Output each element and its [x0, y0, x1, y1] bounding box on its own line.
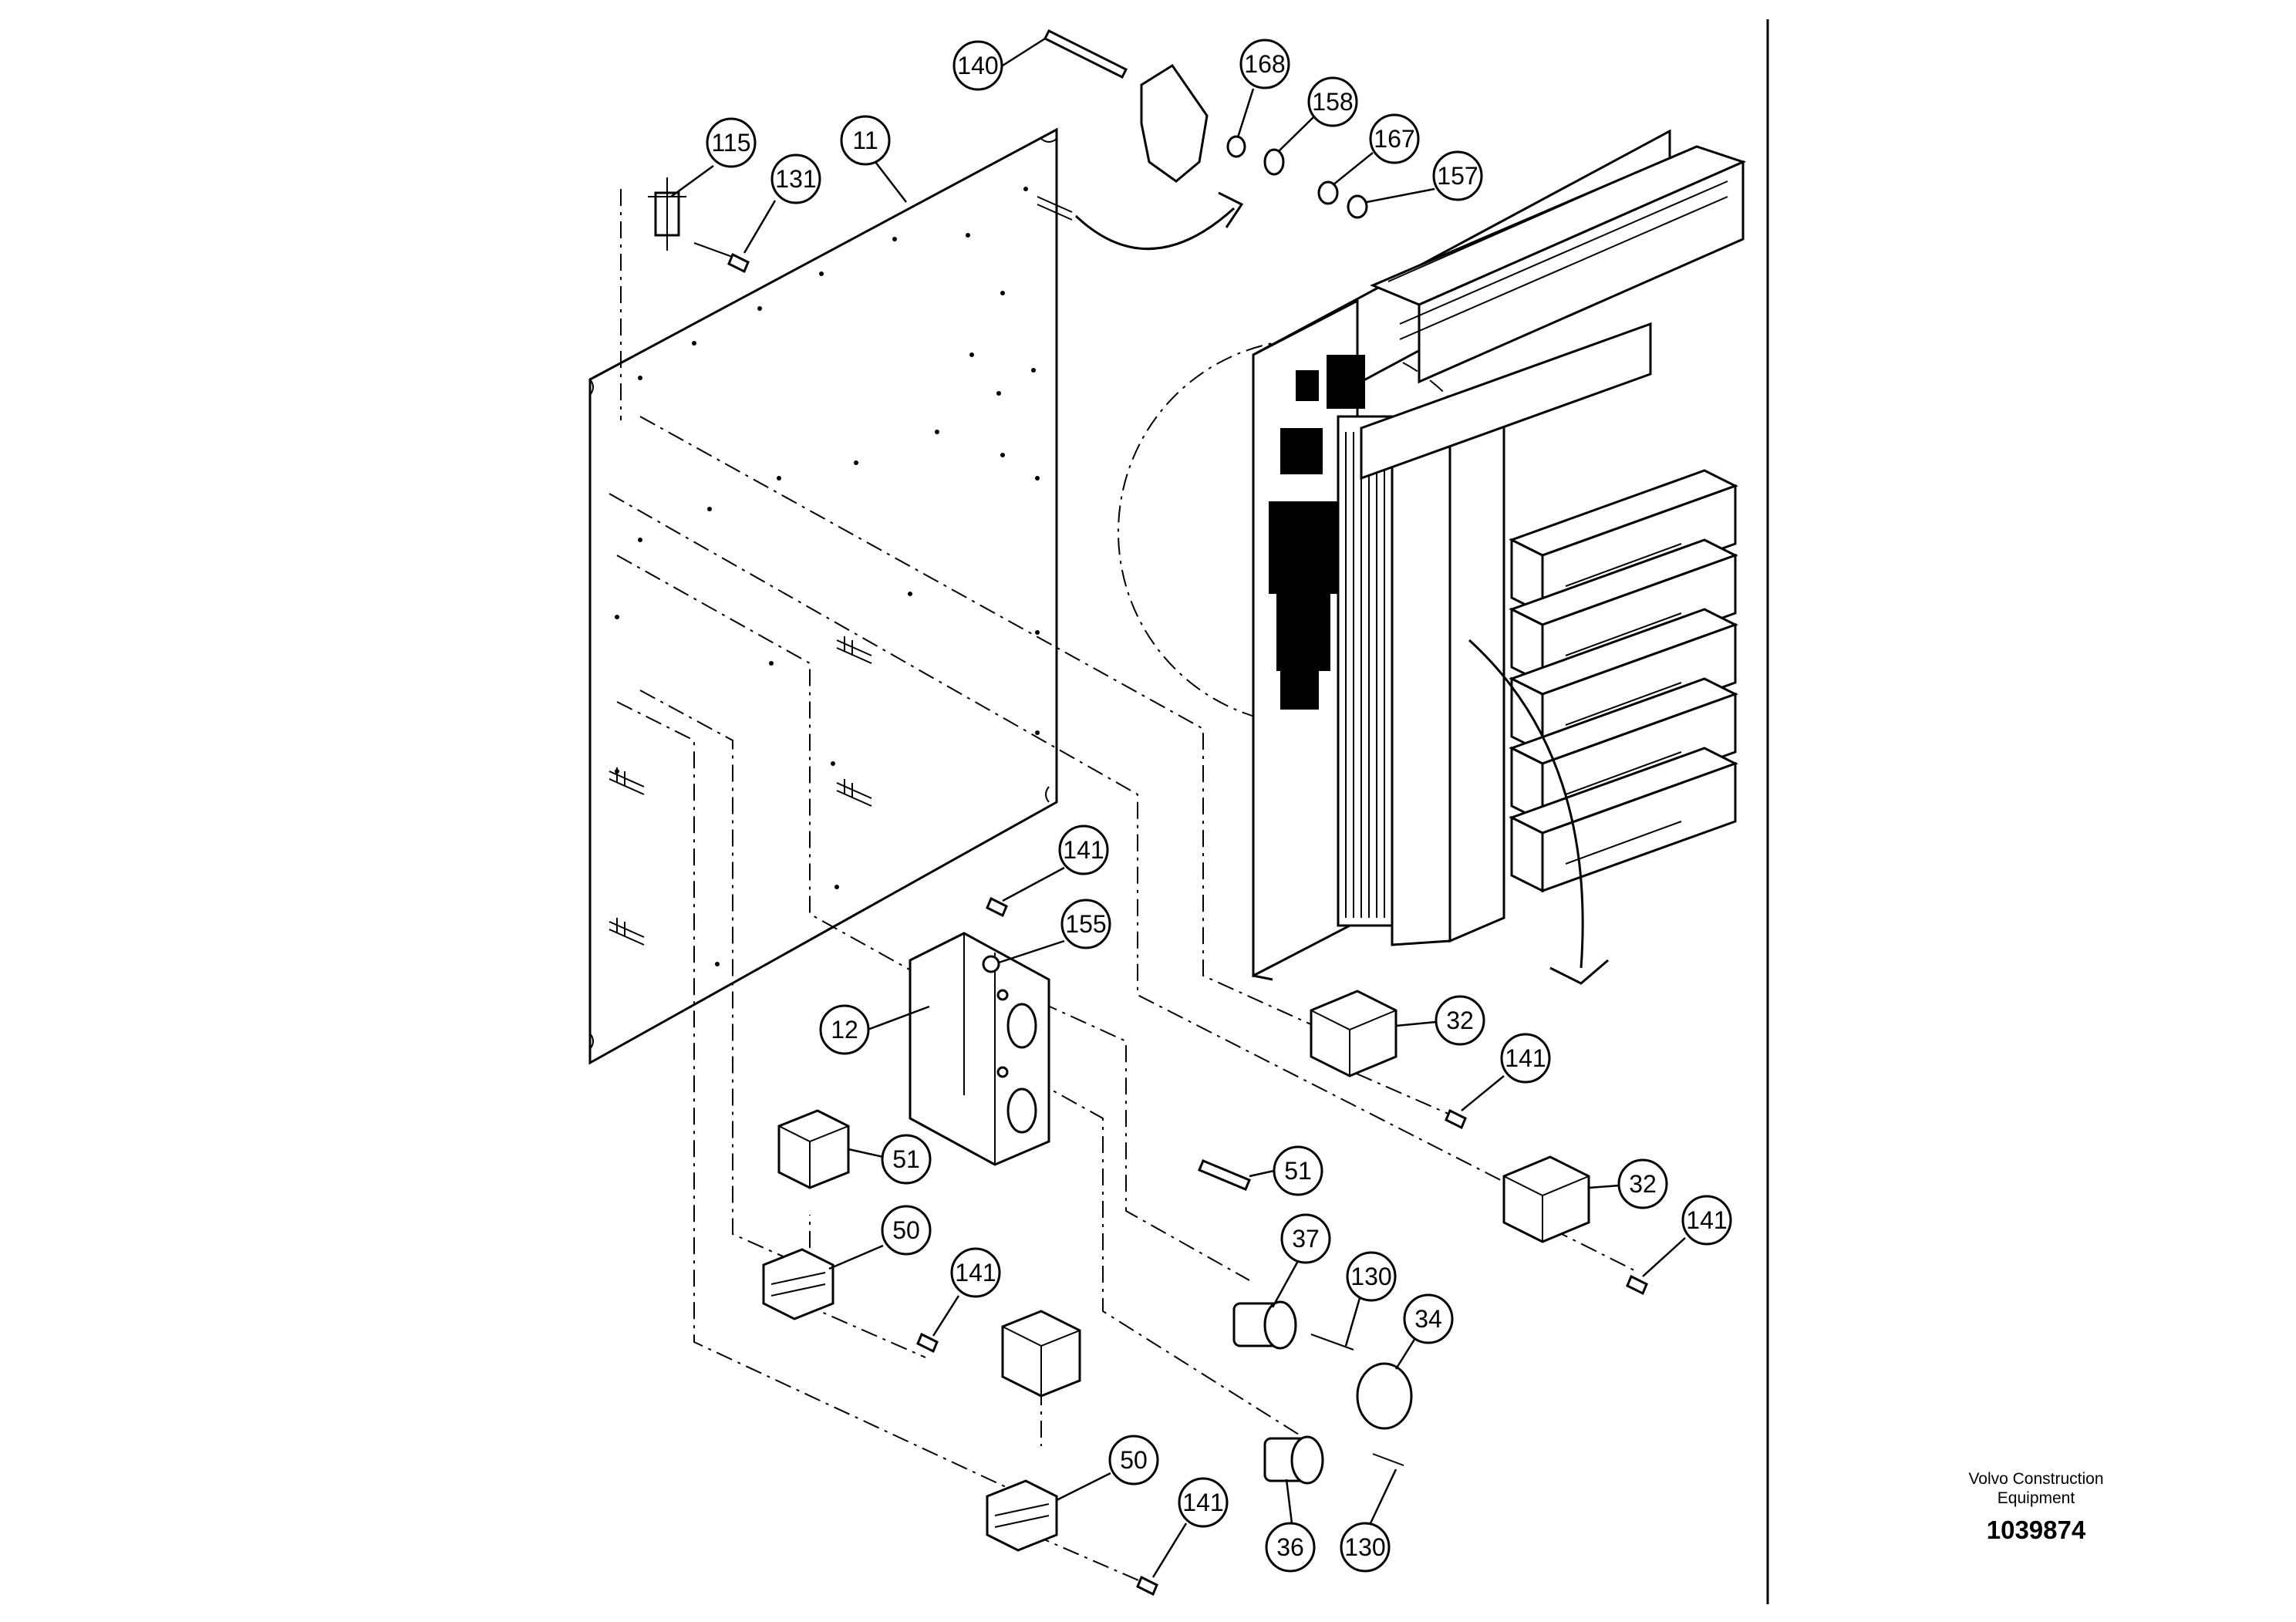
callout-label: 141	[1182, 1489, 1223, 1516]
callout-label: 157	[1437, 162, 1478, 190]
callout-51: 51	[1249, 1145, 1323, 1196]
callout-12: 12	[819, 1004, 930, 1055]
callout-label: 155	[1065, 910, 1106, 938]
callout-130: 130	[1344, 1251, 1397, 1347]
callout-label: 37	[1292, 1225, 1320, 1253]
callout-141: 141	[1151, 1477, 1229, 1578]
callout-label: 36	[1276, 1533, 1304, 1561]
callout-label: 130	[1350, 1263, 1391, 1290]
callout-label: 167	[1374, 125, 1414, 153]
electrical-cabinet	[1252, 129, 1747, 985]
ecu-stack	[1509, 469, 1738, 893]
callout-140: 140	[952, 37, 1046, 91]
callout-32: 32	[1588, 1158, 1668, 1209]
top-hardware	[648, 29, 1368, 259]
callout-50: 50	[828, 1205, 932, 1270]
relay-blocks	[1269, 355, 1365, 710]
brand-line-2: Equipment	[1997, 1489, 2075, 1507]
callout-155: 155	[998, 899, 1111, 964]
callout-label: 130	[1344, 1533, 1385, 1561]
callout-label: 141	[1063, 836, 1104, 864]
callout-157: 157	[1366, 150, 1483, 204]
mounting-plate	[588, 127, 1073, 1065]
callout-130: 130	[1340, 1469, 1397, 1573]
callout-label: 141	[1686, 1206, 1727, 1234]
callout-label: 158	[1312, 88, 1353, 116]
callout-167: 167	[1332, 113, 1420, 186]
callout-11: 11	[840, 115, 907, 203]
callout-label: 51	[1284, 1157, 1312, 1185]
callout-label: 131	[775, 165, 816, 193]
callout-label: 168	[1244, 50, 1285, 78]
callout-50: 50	[1056, 1435, 1159, 1502]
callout-115: 115	[670, 117, 757, 198]
callout-141: 141	[932, 1247, 1001, 1337]
callouts: 140 168 158 167 157 115 11 131	[670, 37, 1732, 1578]
callout-141: 141	[1002, 824, 1109, 902]
callout-label: 32	[1446, 1007, 1474, 1034]
callout-131: 131	[743, 153, 821, 254]
callout-37: 37	[1271, 1213, 1331, 1308]
callout-168: 168	[1236, 39, 1290, 138]
callout-label: 12	[831, 1016, 858, 1044]
callout-label: 115	[711, 129, 750, 157]
callout-34: 34	[1394, 1293, 1454, 1370]
relays	[727, 252, 1648, 1597]
brand-line-1: Volvo Construction	[1968, 1470, 2104, 1488]
callout-label: 141	[955, 1259, 996, 1286]
callout-label: 11	[852, 126, 878, 154]
callout-label: 50	[1120, 1446, 1148, 1474]
callout-141: 141	[1642, 1195, 1732, 1277]
callout-32: 32	[1395, 995, 1485, 1046]
callout-141: 141	[1461, 1033, 1551, 1111]
callout-158: 158	[1278, 76, 1358, 152]
drawing-number: 1039874	[1986, 1516, 2086, 1544]
callout-label: 141	[1505, 1044, 1546, 1072]
callout-label: 51	[892, 1145, 920, 1173]
callout-36: 36	[1265, 1479, 1316, 1573]
callout-label: 34	[1414, 1305, 1442, 1333]
callout-label: 50	[892, 1216, 920, 1244]
callout-label: 32	[1629, 1170, 1657, 1198]
bracket-assembly	[909, 896, 1251, 1191]
callout-51: 51	[848, 1134, 932, 1185]
callout-label: 140	[957, 52, 998, 79]
title-block-brand: Volvo Construction Equipment	[1928, 1469, 2144, 1508]
